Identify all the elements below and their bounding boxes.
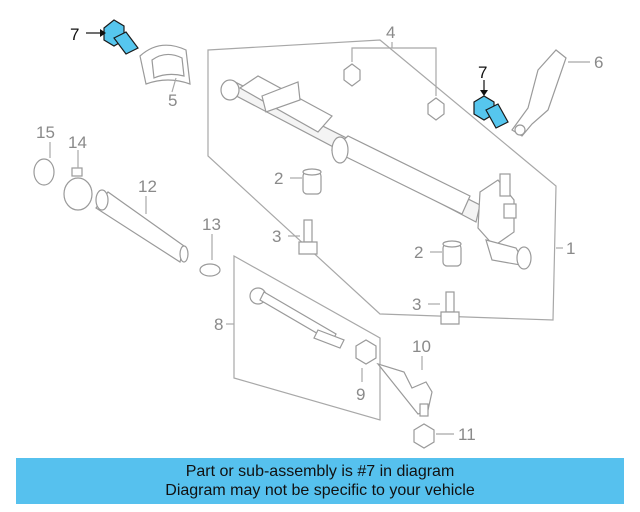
boot-clamp-small bbox=[199, 234, 221, 277]
banner-line-1: Part or sub-assembly is #7 in diagram bbox=[185, 463, 455, 480]
callout-13: 13 bbox=[202, 215, 221, 234]
steering-rack bbox=[220, 75, 532, 270]
outer-tie-rod-end bbox=[376, 356, 433, 417]
callout-7-right: 7 bbox=[478, 63, 487, 82]
callout-12: 12 bbox=[138, 177, 157, 196]
callout-2-upper: 2 bbox=[274, 169, 283, 188]
bolt-7-right[interactable] bbox=[473, 95, 509, 129]
inner-tie-rod bbox=[249, 287, 345, 349]
nut-left bbox=[343, 63, 361, 87]
callout-9: 9 bbox=[356, 385, 365, 404]
mount-bolt-right bbox=[440, 291, 460, 325]
clamp-bracket bbox=[139, 44, 191, 93]
mount-bolt-left bbox=[298, 219, 318, 255]
callout-14: 14 bbox=[68, 133, 87, 152]
callout-11: 11 bbox=[458, 425, 476, 444]
callout-2-lower: 2 bbox=[414, 243, 423, 262]
bushing-lower bbox=[442, 240, 462, 267]
rack-assembly-frame bbox=[207, 39, 563, 321]
bushing-upper bbox=[302, 168, 322, 195]
support-bracket bbox=[511, 49, 590, 137]
banner-line-2: Diagram may not be specific to your vehi… bbox=[165, 482, 475, 499]
tie-rod-frame bbox=[226, 254, 381, 421]
info-banner: Part or sub-assembly is #7 in diagram Di… bbox=[16, 458, 624, 504]
callout-6: 6 bbox=[594, 53, 603, 72]
callout-5: 5 bbox=[168, 91, 177, 110]
castle-nut bbox=[413, 423, 454, 449]
nut-right bbox=[427, 97, 445, 121]
callout-15: 15 bbox=[36, 123, 55, 142]
callout-7-left: 7 bbox=[70, 25, 79, 44]
jam-nut bbox=[355, 339, 377, 382]
callout-8: 8 bbox=[214, 315, 223, 334]
bolt-7-left[interactable] bbox=[103, 19, 139, 55]
seal-ring bbox=[33, 142, 55, 186]
callout-1: 1 bbox=[566, 239, 575, 258]
rack-boot bbox=[95, 189, 189, 263]
callout-4: 4 bbox=[386, 23, 395, 42]
callout-3-right: 3 bbox=[412, 295, 421, 314]
callout-10: 10 bbox=[412, 337, 431, 356]
callout-3-left: 3 bbox=[272, 227, 281, 246]
boot-clamp-large bbox=[63, 150, 93, 211]
